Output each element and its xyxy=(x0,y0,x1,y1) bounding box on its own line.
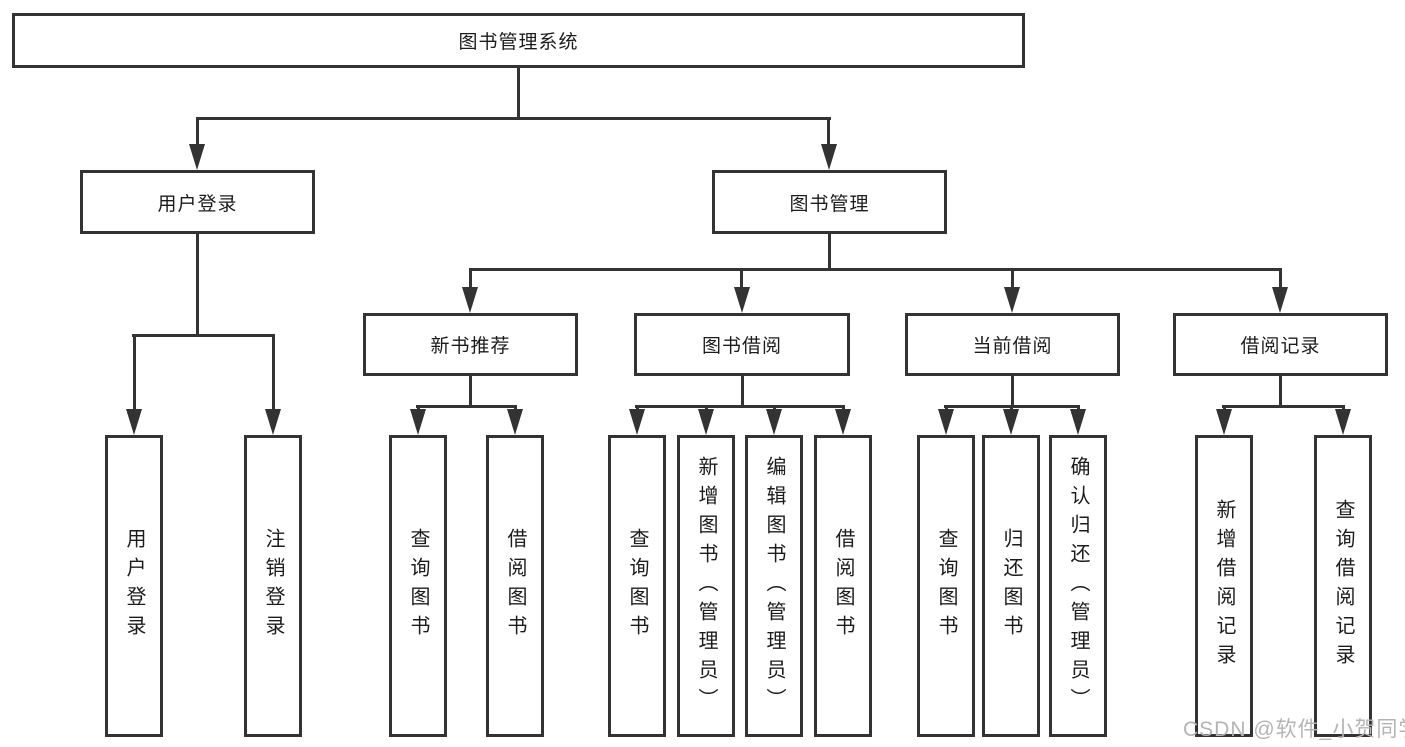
arrowhead-bb-query xyxy=(629,409,645,435)
edge-drop-new-book xyxy=(469,268,472,292)
leaf-borrow-books-recommend: 借阅图书 xyxy=(486,435,544,737)
csdn-watermark: CSDN @软件_小贺同学 xyxy=(1183,718,1405,741)
arrowhead-borrow-records xyxy=(1272,287,1288,313)
node-label: 借阅图书 xyxy=(832,528,854,644)
edge-borrow-records-bar xyxy=(1222,405,1345,408)
arrowhead-br-add xyxy=(1216,409,1232,435)
leaf-logout-login: 注销登录 xyxy=(244,435,302,737)
arrowhead-cb-confirm xyxy=(1070,409,1086,435)
arrowhead-cb-return xyxy=(1003,409,1019,435)
edge-drop-current-borrow xyxy=(1011,268,1014,292)
leaf-query-books-recommend: 查询图书 xyxy=(389,435,447,737)
node-book-borrowing: 图书借阅 xyxy=(634,313,850,376)
node-label: 查询图书 xyxy=(935,528,957,644)
node-label: 查询图书 xyxy=(626,528,648,644)
edge-book-borrow-bar xyxy=(635,405,845,408)
node-borrowing-records: 借阅记录 xyxy=(1173,313,1388,376)
edge-level3-bar xyxy=(469,268,1282,271)
edge-drop-user-login xyxy=(196,117,199,147)
node-current-borrowing: 当前借阅 xyxy=(905,313,1120,376)
leaf-query-books-current: 查询图书 xyxy=(917,435,975,737)
node-label: 归还图书 xyxy=(1000,528,1022,644)
node-label: 新增借阅记录 xyxy=(1213,499,1235,673)
node-label: 图书管理 xyxy=(789,193,870,215)
edge-drop-leaf-logout xyxy=(272,334,275,412)
arrowhead-br-query xyxy=(1335,409,1351,435)
leaf-confirm-return-admin: 确认归还（管理员） xyxy=(1049,435,1107,737)
edge-book-management-stem xyxy=(828,234,831,270)
node-label: 借阅图书 xyxy=(504,528,526,644)
node-label: 用户登录 xyxy=(157,193,238,215)
arrowhead-user-login xyxy=(189,144,205,170)
leaf-user-login: 用户登录 xyxy=(105,435,163,737)
arrowhead-book-management xyxy=(821,144,837,170)
leaf-add-borrow-record: 新增借阅记录 xyxy=(1195,435,1253,737)
arrowhead-bb-add xyxy=(698,409,714,435)
edge-book-borrow-stem xyxy=(741,376,744,408)
edge-drop-borrow-records xyxy=(1279,268,1282,292)
leaf-edit-books-admin: 编辑图书（管理员） xyxy=(745,435,803,737)
edge-user-login-stem xyxy=(196,234,199,336)
node-label: 借阅记录 xyxy=(1240,336,1321,357)
edge-drop-leaf-user-login xyxy=(133,334,136,412)
edge-level1-bar xyxy=(196,117,831,120)
leaf-borrow-books: 借阅图书 xyxy=(814,435,872,737)
arrowhead-nb-borrow xyxy=(507,409,523,435)
arrowhead-current-borrow xyxy=(1004,287,1020,313)
edge-new-book-bar xyxy=(416,405,517,408)
node-label: 注销登录 xyxy=(262,528,284,644)
edge-borrow-records-stem xyxy=(1279,376,1282,408)
node-label: 查询图书 xyxy=(407,528,429,644)
node-label: 确认归还（管理员） xyxy=(1067,455,1089,717)
arrowhead-bb-borrow xyxy=(835,409,851,435)
node-library-management-system: 图书管理系统 xyxy=(12,13,1025,68)
arrowhead-cb-query xyxy=(938,409,954,435)
node-label: 查询借阅记录 xyxy=(1332,499,1354,673)
node-label: 图书管理系统 xyxy=(458,32,579,53)
edge-user-login-bar xyxy=(132,334,275,337)
node-label: 用户登录 xyxy=(123,528,145,644)
edge-drop-book-borrow xyxy=(740,268,743,292)
edge-current-borrow-stem xyxy=(1011,376,1014,408)
arrowhead-new-book xyxy=(462,287,478,313)
node-book-management: 图书管理 xyxy=(712,170,947,234)
node-user-login: 用户登录 xyxy=(80,170,315,234)
edge-root-stem xyxy=(517,68,520,120)
arrowhead-leaf-logout xyxy=(265,409,281,435)
arrowhead-bb-edit xyxy=(766,409,782,435)
arrowhead-book-borrow xyxy=(734,287,750,313)
node-label: 新增图书（管理员） xyxy=(695,455,717,717)
arrowhead-leaf-user-login xyxy=(126,409,142,435)
node-label: 当前借阅 xyxy=(972,336,1053,357)
edge-drop-book-management xyxy=(827,117,830,147)
node-new-book-recommendation: 新书推荐 xyxy=(363,313,578,376)
leaf-query-borrow-record: 查询借阅记录 xyxy=(1314,435,1372,737)
node-label: 编辑图书（管理员） xyxy=(763,455,785,717)
node-label: 图书借阅 xyxy=(701,336,782,357)
edge-new-book-stem xyxy=(469,376,472,408)
arrowhead-nb-query xyxy=(410,409,426,435)
node-label: 新书推荐 xyxy=(430,336,511,357)
leaf-add-books-admin: 新增图书（管理员） xyxy=(677,435,735,737)
leaf-query-books-borrow: 查询图书 xyxy=(608,435,666,737)
leaf-return-books: 归还图书 xyxy=(982,435,1040,737)
